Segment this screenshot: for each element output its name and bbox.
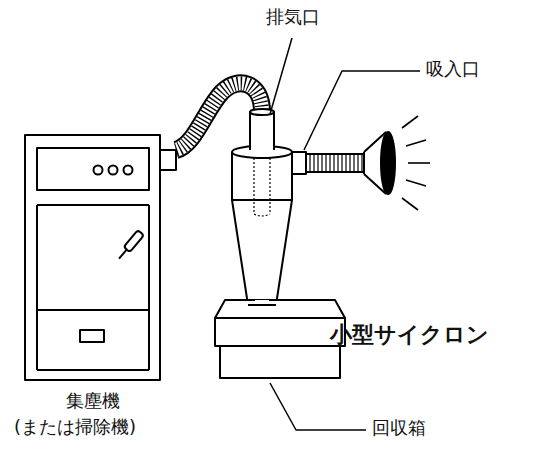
part-label: (または掃除機): [14, 416, 136, 438]
part-label: 排気口: [266, 6, 320, 28]
collector-body: [25, 135, 160, 380]
exhaust-pipe: [250, 112, 274, 152]
part-label: 回収箱: [372, 417, 426, 439]
leader-line: [270, 38, 292, 114]
collector-panel: [37, 148, 149, 190]
collection-box: [220, 346, 340, 378]
cyclone-body: [232, 152, 292, 305]
leader-line: [304, 71, 420, 150]
inlet-hose: [306, 154, 364, 172]
box-lid: [215, 300, 345, 318]
part-label: 集塵機: [66, 390, 120, 412]
part-label: 吸入口: [426, 58, 480, 80]
title-label: 小型サイクロン: [330, 322, 489, 348]
leader-line: [270, 383, 366, 430]
